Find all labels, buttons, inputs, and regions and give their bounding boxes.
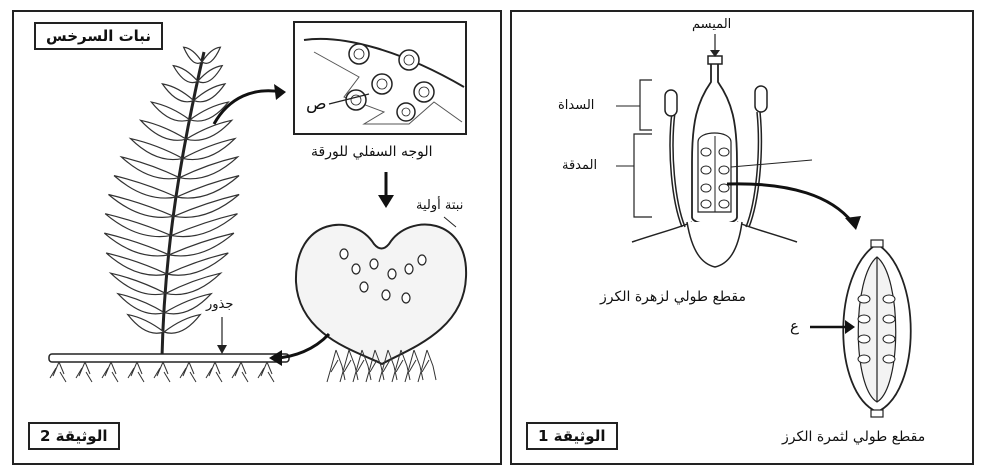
prothallus-pointer <box>444 217 456 227</box>
leaf-underside-label: الوجه السفلي للورقة <box>311 145 433 159</box>
arrow-flower-to-fruit <box>727 184 852 222</box>
cherry-illustration <box>512 12 976 467</box>
anther-left <box>665 90 677 116</box>
fern-pinnae <box>104 47 239 333</box>
prothallus-label: نبتة أولية <box>416 199 463 212</box>
pistil-bracket <box>634 134 652 217</box>
stamen-label: السداة <box>558 99 594 112</box>
prothallus-heart <box>296 225 466 364</box>
receptacle <box>687 222 742 267</box>
sorus-letter: ص <box>306 96 327 113</box>
fern-illustration <box>14 12 504 467</box>
fern-title: نبات السرخس <box>34 22 163 50</box>
pistil-label: المدقة <box>562 159 597 172</box>
stamen-bracket <box>640 80 652 130</box>
doc-2-label: الوثيقة 2 <box>28 422 120 450</box>
document-1-panel: الوثيقة 1 الميسم السداة المدقة مقطع طولي… <box>510 10 974 465</box>
stigma-label: الميسم <box>692 18 731 31</box>
rhizome <box>49 354 289 362</box>
rhizome-roots <box>50 362 274 382</box>
flower-section-caption: مقطع طولي لزهرة الكرز <box>600 290 746 304</box>
fruit-section-caption: مقطع طولي لثمرة الكرز <box>782 430 925 444</box>
anther-right <box>755 86 767 112</box>
stigma-top <box>708 56 722 64</box>
roots-label: جذور <box>206 298 233 311</box>
doc-1-label: الوثيقة 1 <box>526 422 618 450</box>
document-2-panel: نبات السرخس الوثيقة 2 الوجه السفلي للورق… <box>12 10 502 465</box>
fruit-letter: ع <box>790 319 799 334</box>
